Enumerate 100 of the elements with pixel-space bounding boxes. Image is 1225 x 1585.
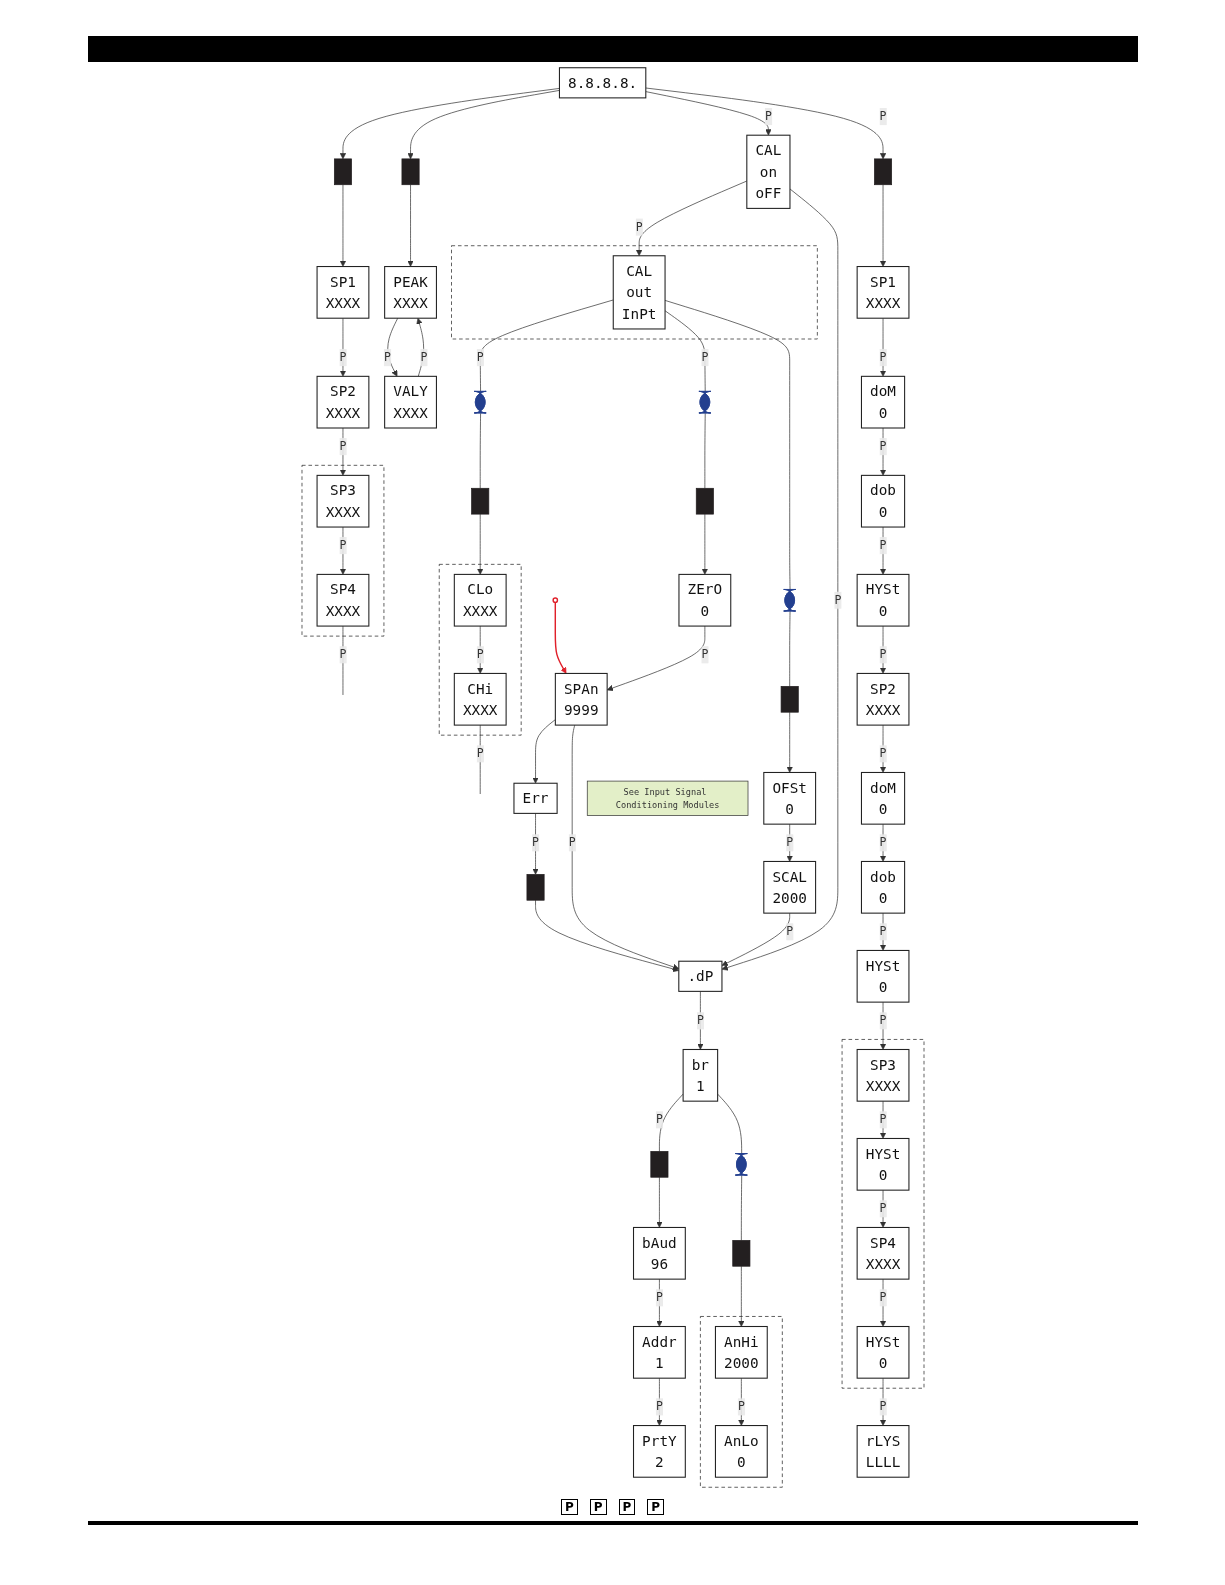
edge-label: P xyxy=(879,1399,886,1414)
edge-label: P xyxy=(655,1399,663,1414)
connector xyxy=(740,1175,742,1241)
node-box: SP4 XXXX xyxy=(316,573,369,627)
node-box xyxy=(470,487,489,515)
node-box: CAL on oFF xyxy=(745,134,790,209)
node-box: HYSt 0 xyxy=(856,573,909,627)
node-circle xyxy=(551,597,558,604)
edge-label: P xyxy=(339,538,346,553)
edge-label: P xyxy=(879,1112,886,1127)
node-box: doM 0 xyxy=(860,771,905,825)
edge-label: P xyxy=(655,1112,663,1127)
edge-label: P xyxy=(879,1290,886,1305)
edge-label: P xyxy=(476,350,484,365)
node-box: AnHi 2000 xyxy=(714,1325,768,1379)
edge-label: P xyxy=(879,647,886,662)
node-box: CHi XXXX xyxy=(453,672,507,726)
connector xyxy=(788,611,790,687)
edge-label: P xyxy=(737,1399,745,1414)
node-box: SP2 XXXX xyxy=(856,672,909,726)
edge-label: P xyxy=(879,1013,886,1028)
node-box: dob 0 xyxy=(860,474,905,528)
cluster xyxy=(841,1039,924,1389)
node-box: OFSt 0 xyxy=(762,771,816,825)
node-box: br 1 xyxy=(682,1048,718,1102)
edge-label: P xyxy=(879,538,886,553)
connector xyxy=(664,310,706,393)
key-label: P xyxy=(647,1499,665,1515)
edge-label: P xyxy=(879,109,886,123)
edge-label: P xyxy=(339,647,346,662)
connector xyxy=(664,300,790,591)
node-box: .dP xyxy=(677,960,722,992)
edge-label: P xyxy=(879,835,886,850)
connector xyxy=(479,724,481,795)
edge-label: P xyxy=(879,350,886,365)
arrow xyxy=(554,601,566,674)
node-box: Addr 1 xyxy=(632,1325,686,1379)
edge-label: P xyxy=(879,746,886,761)
edge-label: P xyxy=(339,439,346,454)
node-box: See Input Signal Conditioning Modules xyxy=(586,780,748,816)
node-box: SCAL 2000 xyxy=(762,860,816,914)
edge-label: P xyxy=(879,924,886,939)
edge-label: P xyxy=(785,924,793,939)
node-box xyxy=(873,158,892,186)
node-box xyxy=(333,158,352,186)
node-box: CLo XXXX xyxy=(453,573,507,627)
edge-label: P xyxy=(785,835,793,850)
connector xyxy=(342,625,343,696)
node-box: SP2 XXXX xyxy=(316,375,369,429)
edge-label: P xyxy=(476,647,484,662)
node-box xyxy=(695,487,714,515)
node-box: dob 0 xyxy=(860,860,905,914)
node-box: VALY XXXX xyxy=(383,375,437,429)
node-box: PrtY 2 xyxy=(632,1425,686,1478)
cluster xyxy=(438,564,522,736)
node-box: ZErO 0 xyxy=(677,573,731,627)
edge-label: P xyxy=(879,439,886,454)
edge-label: P xyxy=(531,835,539,850)
edge-label: P xyxy=(476,746,484,761)
node-box: SP1 XXXX xyxy=(856,266,909,319)
edge-label: P xyxy=(833,593,841,607)
connector xyxy=(704,412,706,489)
edge-label: P xyxy=(764,109,772,123)
node-box: rLYS LLLL xyxy=(856,1425,909,1478)
node-box: HYSt 0 xyxy=(856,1325,909,1379)
node-box xyxy=(780,686,799,713)
edge-label: P xyxy=(700,350,708,365)
edge-label: P xyxy=(655,1290,663,1305)
cluster xyxy=(699,1316,783,1488)
node-box: doM 0 xyxy=(860,375,905,429)
node-box: SPAn 9999 xyxy=(554,672,608,726)
edge-label: P xyxy=(879,1201,886,1216)
connector xyxy=(479,412,481,489)
node-box: bAud 96 xyxy=(632,1226,686,1280)
node-box xyxy=(401,158,420,186)
cluster xyxy=(450,245,818,340)
cluster xyxy=(301,464,384,637)
edge-label: P xyxy=(339,350,346,365)
key-label: P xyxy=(589,1499,607,1515)
edge-label: P xyxy=(700,647,708,662)
node-box: CAL out InPt xyxy=(612,255,666,330)
node-box xyxy=(526,874,544,901)
node-box xyxy=(731,1240,750,1267)
node-box: SP3 XXXX xyxy=(316,474,369,528)
node-box: SP4 XXXX xyxy=(856,1226,909,1280)
key-label: P xyxy=(618,1499,636,1515)
node-box: Err xyxy=(512,782,558,814)
edge-label: P xyxy=(383,350,391,365)
node-box: HYSt 0 xyxy=(856,949,909,1003)
node-box: HYSt 0 xyxy=(856,1137,909,1191)
node-box: PEAK XXXX xyxy=(383,266,437,319)
edge-label: P xyxy=(696,1013,704,1028)
node-box: AnLo 0 xyxy=(714,1425,768,1478)
node-box: SP1 XXXX xyxy=(316,266,369,319)
key-label: P xyxy=(560,1499,578,1515)
node-box xyxy=(649,1151,668,1178)
edge-label: P xyxy=(419,350,427,365)
node-box: 8.8.8.8. xyxy=(558,67,646,99)
edge-label: P xyxy=(635,219,643,234)
edge-label: P xyxy=(568,835,576,850)
